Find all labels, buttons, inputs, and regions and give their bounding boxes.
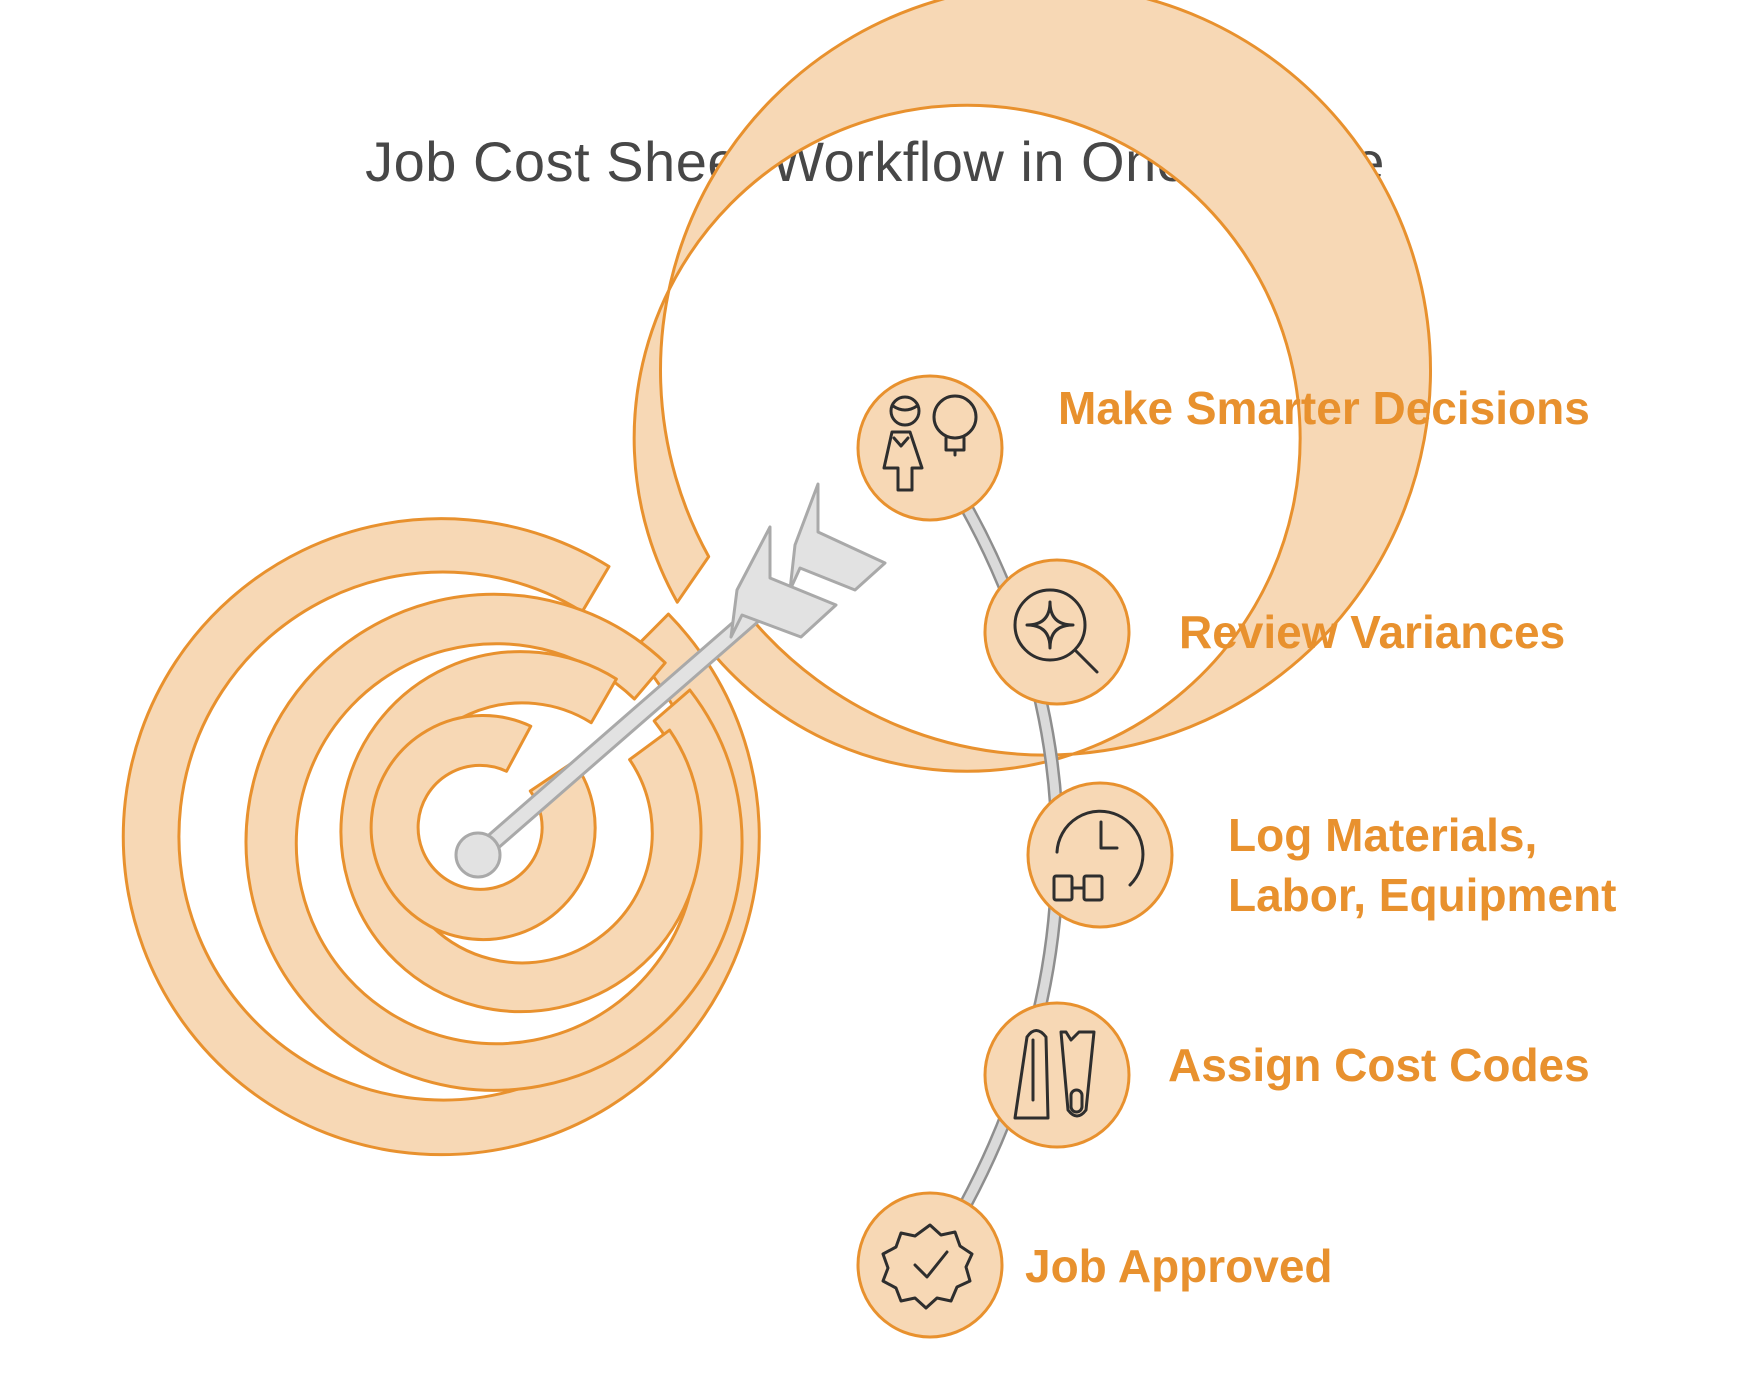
step-label-make-smarter-decisions: Make Smarter Decisions [1058, 382, 1590, 434]
arrow-tip [454, 831, 502, 879]
step-assign-cost-codes [983, 1001, 1131, 1149]
arrow-fletching-front [729, 525, 838, 639]
step-review-variances [983, 558, 1131, 706]
person-lightbulb-icon [882, 394, 978, 492]
cost-codes-icon [1013, 1029, 1096, 1120]
target-ring-3 [244, 592, 744, 1092]
step-label-job-approved: Job Approved [1025, 1240, 1333, 1292]
step-label-log-materials-line2: Labor, Equipment [1228, 869, 1617, 921]
target-ring-5 [369, 714, 597, 942]
step-circle [856, 1191, 1004, 1339]
arrow-fletching-back [788, 482, 887, 592]
target-icon [121, 0, 1432, 1157]
step-circle [983, 1001, 1131, 1149]
step-label-review-variances: Review Variances [1179, 606, 1566, 658]
step-make-smarter-decisions [856, 374, 1004, 522]
step-job-approved [856, 1191, 1004, 1339]
step-log-materials [1026, 781, 1174, 929]
step-circle [1026, 781, 1174, 929]
arrow-icon [454, 482, 887, 879]
target-ring-4 [339, 650, 703, 1014]
clock-equipment-icon [1052, 809, 1145, 902]
step-circle [856, 374, 1004, 522]
target-ring-1 [632, 0, 1432, 773]
step-label-assign-cost-codes: Assign Cost Codes [1168, 1039, 1590, 1091]
approved-badge-icon [881, 1223, 974, 1310]
step-circle [983, 558, 1131, 706]
step-label-log-materials-line1: Log Materials, [1228, 809, 1538, 861]
magnifier-sparkle-icon [1013, 588, 1099, 674]
